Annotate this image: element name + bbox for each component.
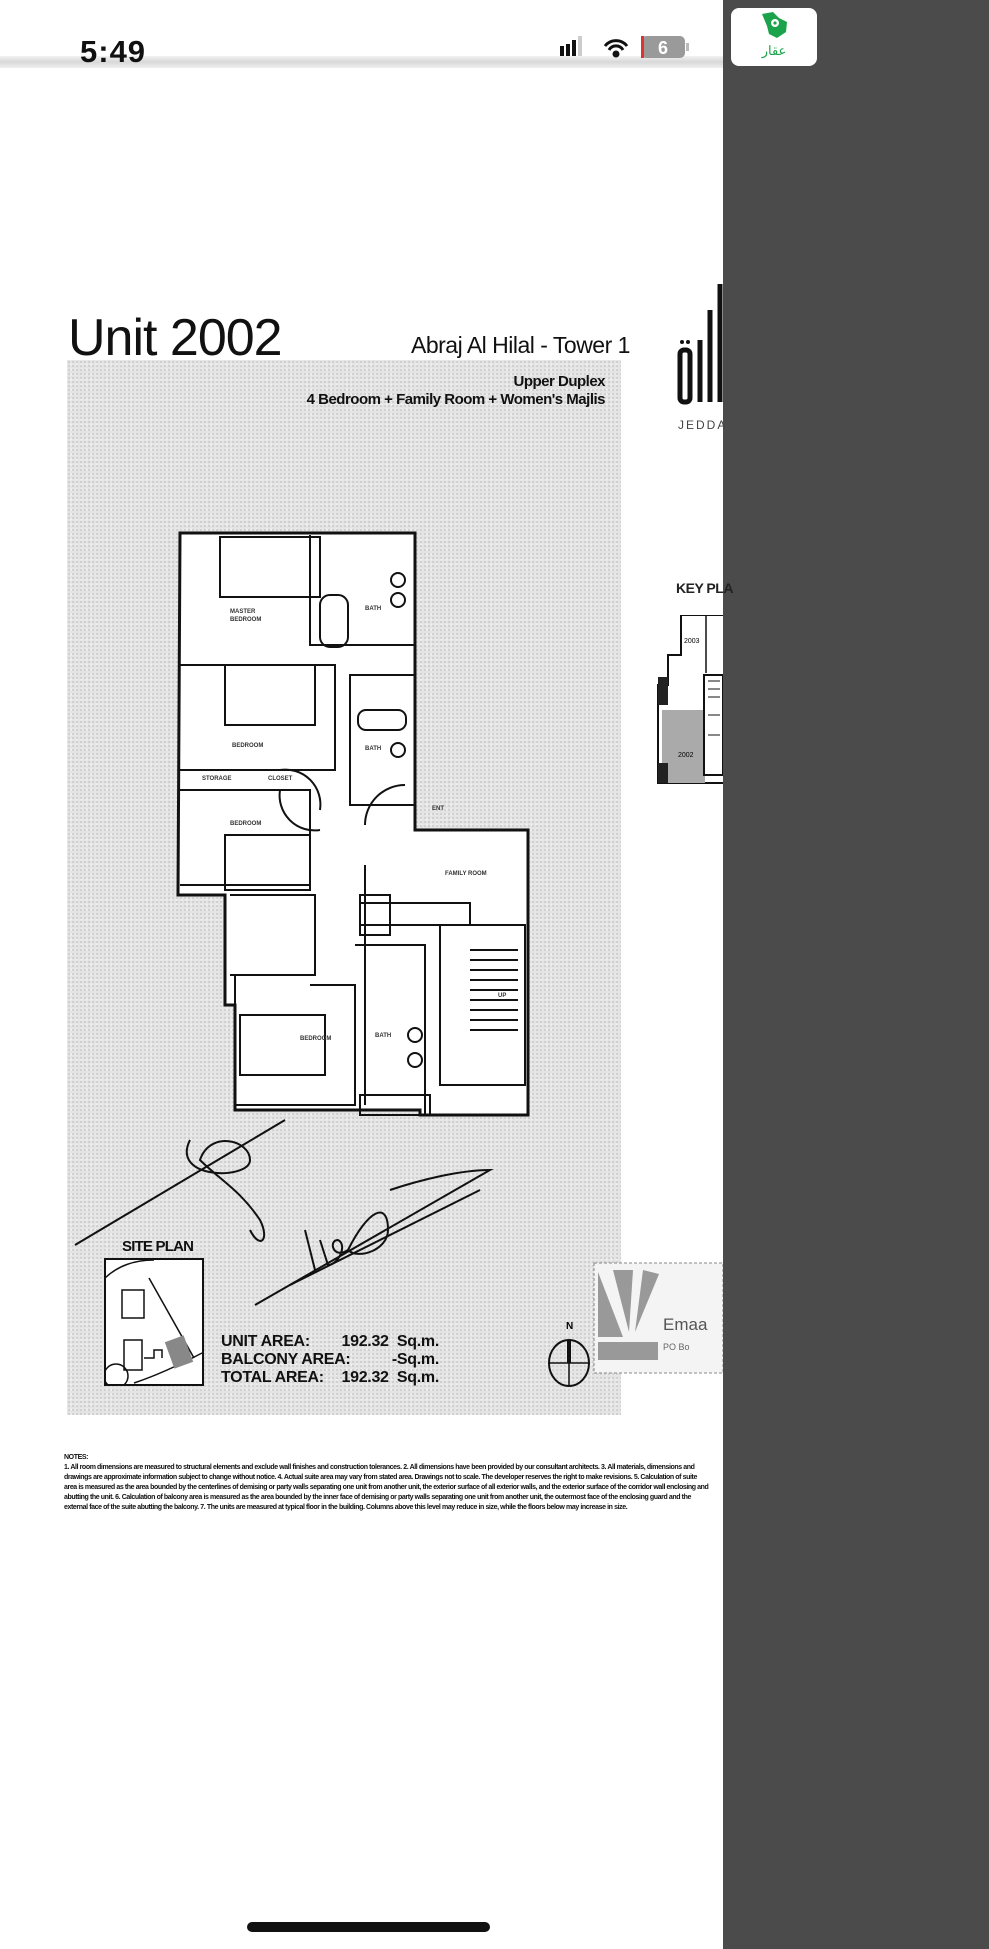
status-time: 5:49 (80, 34, 147, 69)
compass-north-label: N (566, 1321, 574, 1332)
site-plan (104, 1258, 204, 1386)
project-name: Abraj Al Hilal - Tower 1 (411, 332, 630, 358)
compass-icon (548, 1339, 590, 1387)
stamp-text-2: PO Bo (663, 1342, 690, 1352)
room-label-bedroom-3: BEDROOM (230, 821, 261, 827)
home-indicator[interactable] (247, 1922, 490, 1932)
battery-icon: 6 (641, 36, 689, 58)
logo-text: JEDDA (678, 418, 728, 432)
unit-title: Unit 2002 (68, 309, 283, 367)
key-plan: 2003 2002 (657, 615, 723, 784)
total-area-label: TOTAL AREA: (221, 1369, 324, 1386)
signature (74, 1119, 494, 1306)
app-badge[interactable]: عقار (731, 8, 817, 66)
room-label-master-bedroom: BEDROOM (230, 617, 261, 623)
key-plan-unit-2003: 2003 (684, 638, 700, 645)
notes-text: 1. All room dimensions are measured to s… (64, 1464, 709, 1511)
wifi-icon (603, 39, 629, 58)
key-plan-label: KEY PLA (676, 580, 733, 596)
company-stamp: Emaa PO Bo (593, 1262, 723, 1374)
room-label-family-room: FAMILY ROOM (445, 871, 487, 877)
balcony-area-label: BALCONY AREA: (221, 1351, 351, 1368)
saudi-map-pin-icon (762, 12, 787, 38)
room-label-bath-1: BATH (365, 606, 381, 612)
subtitle-type: Upper Duplex (513, 373, 605, 390)
site-plan-label: SITE PLAN (122, 1238, 194, 1255)
room-label-bath-3: BATH (375, 1033, 391, 1039)
room-label-closet: CLOSET (268, 776, 293, 782)
balcony-area-value: -Sq.m. (391, 1351, 439, 1368)
status-bar-band (0, 56, 723, 68)
subtitle-rooms: 4 Bedroom + Family Room + Women's Majlis (306, 391, 606, 408)
room-label-storage: STORAGE (202, 776, 232, 782)
room-label-master: MASTER (230, 609, 256, 615)
room-label-entry: ENT (432, 806, 444, 812)
side-panel (723, 0, 989, 1949)
unit-area-value: 192.32 Sq.m. (341, 1333, 440, 1350)
floor-plan: MASTER BEDROOM BATH BEDROOM BATH STORAGE… (176, 531, 530, 1117)
battery-level: 6 (658, 38, 668, 58)
total-area-value: 192.32 Sq.m. (341, 1369, 440, 1386)
room-label-bath-2: BATH (365, 746, 381, 752)
room-label-bedroom-4: BEDROOM (300, 1036, 331, 1042)
stamp-text-1: Emaa (663, 1315, 708, 1334)
developer-logo (677, 284, 723, 405)
room-label-up: UP (498, 993, 506, 999)
room-label-bedroom-2: BEDROOM (232, 743, 263, 749)
signal-icon (560, 36, 582, 56)
status-icons: 6 (560, 36, 689, 58)
app-label: عقار (761, 43, 787, 58)
unit-area-label: UNIT AREA: (221, 1333, 310, 1350)
key-plan-unit-2002: 2002 (678, 752, 694, 759)
notes: NOTES: 1. All room dimensions are measur… (64, 1453, 709, 1513)
notes-heading: NOTES: (64, 1454, 89, 1461)
